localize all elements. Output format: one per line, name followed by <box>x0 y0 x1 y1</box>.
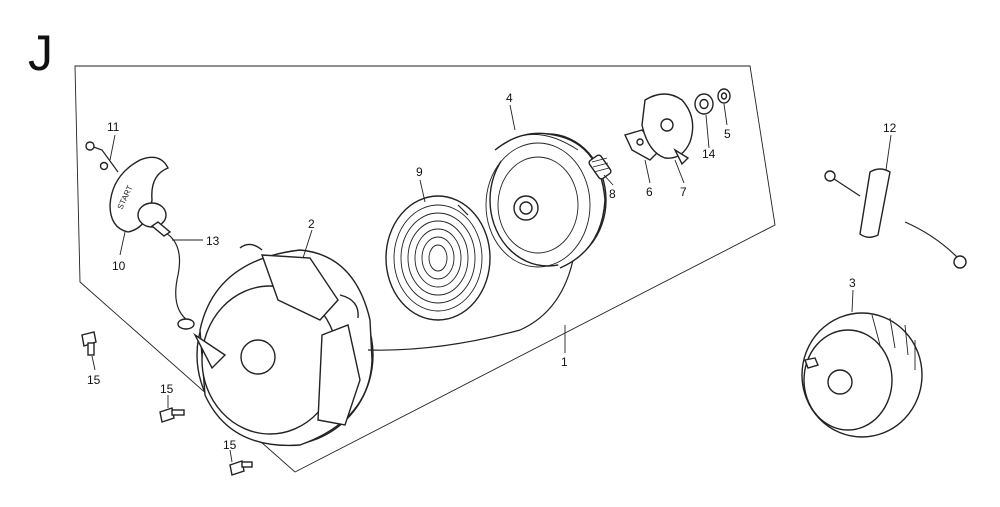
starter-assembly-part-3 <box>801 312 923 438</box>
callout-4: 4 <box>506 91 513 105</box>
rope-part-13 <box>159 229 191 323</box>
bolt-part-15-b <box>159 407 185 423</box>
callout-8: 8 <box>609 187 616 201</box>
starter-handle-part-10: START <box>109 156 172 237</box>
clip-part-5 <box>717 88 731 104</box>
washer-part-14 <box>694 93 714 115</box>
callout-15-a: 15 <box>87 373 101 387</box>
callout-3: 3 <box>849 276 856 290</box>
callout-9: 9 <box>416 165 423 179</box>
callout-15-b: 15 <box>160 382 174 396</box>
callout-11: 11 <box>107 120 120 134</box>
assembly-boundary <box>74 65 776 473</box>
section-letter: J <box>28 25 53 81</box>
handle-rope-part-12 <box>824 168 967 269</box>
leader-lines <box>91 103 892 463</box>
callout-2: 2 <box>308 217 315 231</box>
ratchet-pawl-part-6 <box>624 129 661 161</box>
callout-13: 13 <box>206 234 220 248</box>
rope-guide <box>177 318 195 330</box>
bolt-part-15-a <box>81 331 97 356</box>
recoil-spring-part-9 <box>385 195 491 321</box>
bolt-part-15-c <box>229 460 253 476</box>
ratchet-spring-part-8 <box>588 154 612 180</box>
callout-10: 10 <box>112 259 126 273</box>
callout-5: 5 <box>724 127 731 141</box>
rope-part-1 <box>367 249 576 351</box>
friction-plate-part-7 <box>641 93 694 166</box>
reel-pulley-part-4 <box>485 132 607 269</box>
callout-6: 6 <box>646 185 653 199</box>
callout-15-c: 15 <box>223 438 237 452</box>
callout-14: 14 <box>702 147 716 161</box>
callout-12: 12 <box>883 121 897 135</box>
callout-1: 1 <box>561 355 568 369</box>
rope-pin-part-11 <box>85 141 119 173</box>
callout-7: 7 <box>680 185 687 199</box>
starter-housing-part-2 <box>193 243 374 447</box>
